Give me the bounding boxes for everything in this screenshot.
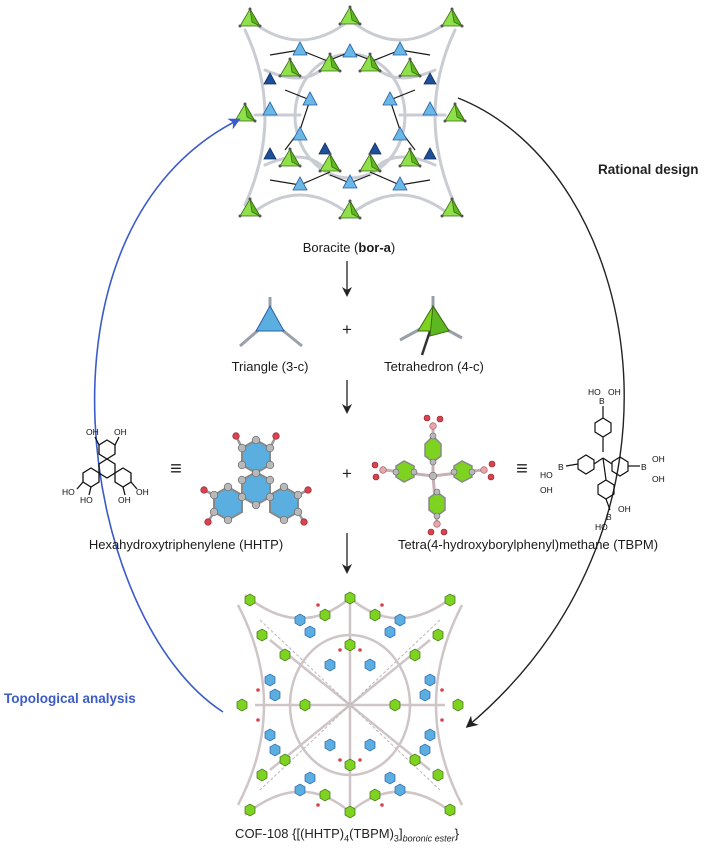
tbpm-structure xyxy=(565,406,640,511)
oh-label: OH xyxy=(118,495,131,505)
ho-label: HO xyxy=(62,487,75,497)
ho-label: HO xyxy=(80,495,93,505)
equivalence-sign-right: ≡ xyxy=(516,458,528,480)
triangle-node xyxy=(239,297,303,348)
tbpm-ball-model xyxy=(371,414,496,536)
oh-label: OH xyxy=(618,504,631,514)
hhtp-ball-model xyxy=(200,432,312,526)
hhtp-structure xyxy=(76,436,138,496)
tbpm-label: Tetra(4-hydroxyborylphenyl)methane (TBPM… xyxy=(397,537,659,552)
oh-label: OH xyxy=(652,454,665,464)
topological-analysis-label: Topological analysis xyxy=(4,691,136,706)
boron-label: B xyxy=(558,462,564,472)
oh-label: OH xyxy=(540,485,553,495)
rational-design-label: Rational design xyxy=(598,162,699,177)
plus-sign: + xyxy=(342,464,352,483)
oh-label: OH xyxy=(86,427,99,437)
ho-label: HO xyxy=(540,470,553,480)
arrow-topological-analysis xyxy=(93,118,241,713)
oh-label: OH xyxy=(652,474,665,484)
ho-label: HO xyxy=(595,522,608,532)
oh-label: OH xyxy=(608,387,621,397)
hhtp-label: Hexahydroxytriphenylene (HHTP) xyxy=(88,537,284,552)
tbpm-labels: B HO OH B HO OH B OH OH B OH HO xyxy=(540,387,665,532)
boron-label: B xyxy=(606,512,612,522)
boron-label: B xyxy=(599,396,605,406)
equivalence-sign-left: ≡ xyxy=(170,458,182,480)
tetrahedron-node xyxy=(399,296,463,356)
arrow-rational-design xyxy=(457,97,625,728)
oh-label: OH xyxy=(136,487,149,497)
triangle-label: Triangle (3-c) xyxy=(231,359,309,374)
cof108-framework xyxy=(236,591,464,819)
cof108-label: COF-108 {[(HHTP)4(TBPM)3]boronic ester} xyxy=(235,826,459,844)
tetrahedron-label: Tetrahedron (4-c) xyxy=(384,359,484,374)
boracite-label: Boracite (bor-a) xyxy=(302,240,396,255)
plus-sign: + xyxy=(342,320,352,339)
ho-label: HO xyxy=(588,387,601,397)
hhtp-labels: OH OH HO HO OH OH xyxy=(62,427,149,505)
oh-label: OH xyxy=(114,427,127,437)
boracite-net xyxy=(233,5,467,220)
boron-label: B xyxy=(641,462,647,472)
